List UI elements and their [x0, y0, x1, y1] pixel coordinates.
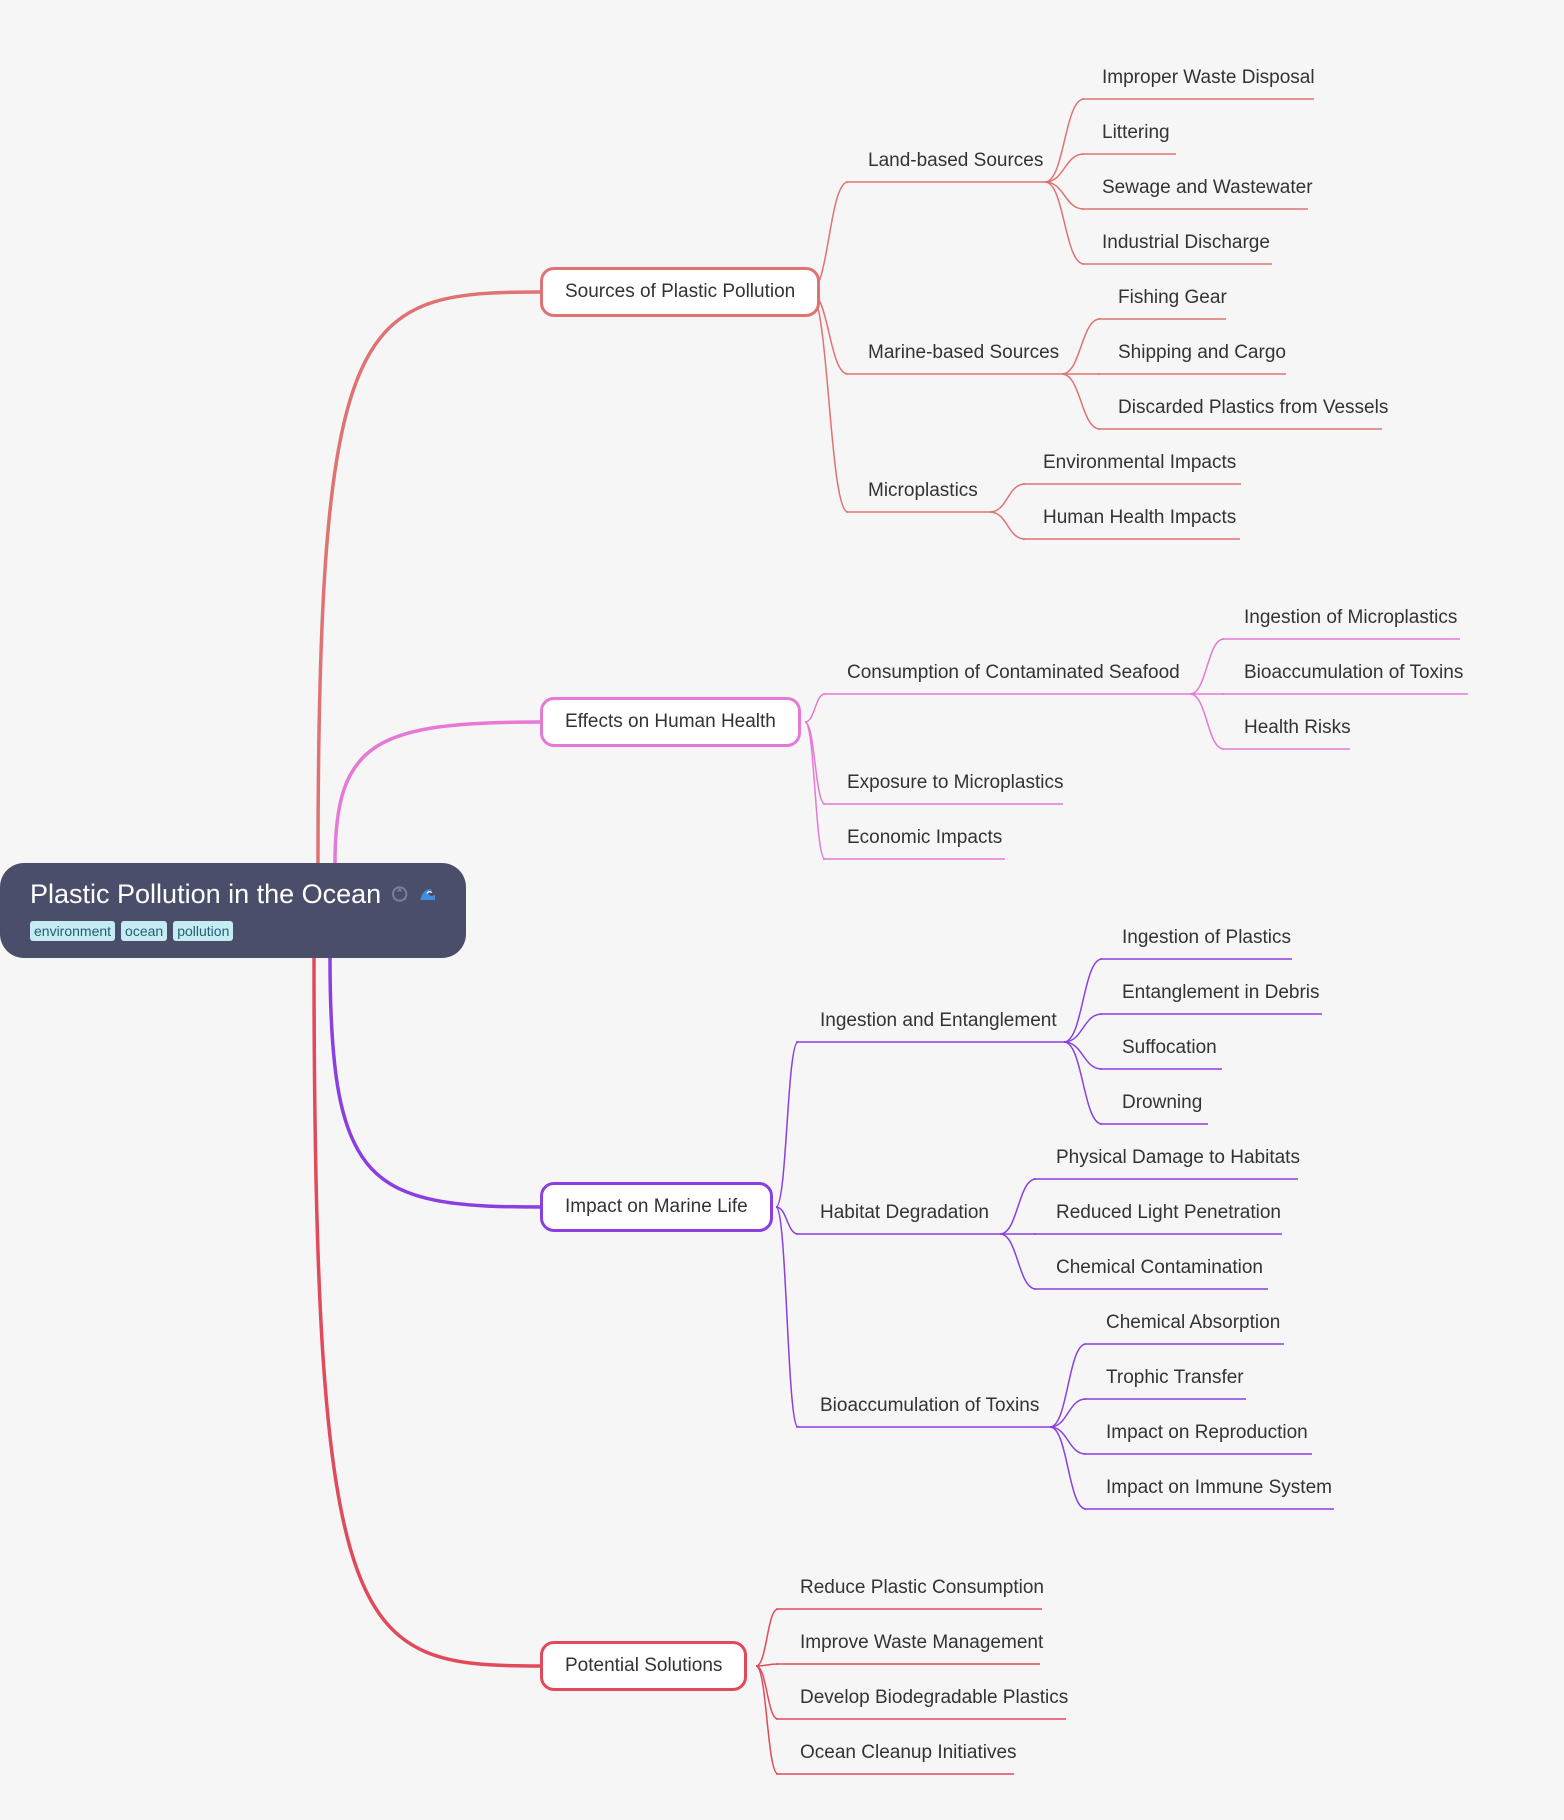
leaf-drowning[interactable]: Drowning	[1122, 1092, 1203, 1113]
leaf-littering[interactable]: Littering	[1102, 122, 1170, 143]
connector-b2-2-leaf-3	[1049, 1426, 1087, 1510]
node-microplastics[interactable]: Microplastics	[868, 480, 978, 501]
leaf-industrial-discharge[interactable]: Industrial Discharge	[1102, 232, 1270, 253]
connector-root-branch-0	[316, 290, 541, 864]
connector-b2-1-leaf-2	[999, 1233, 1037, 1290]
leaf-ingestion-of-microplastics[interactable]: Ingestion of Microplastics	[1244, 607, 1458, 628]
connector-b2-2-leaf-1	[1049, 1398, 1087, 1428]
leaf-trophic-transfer[interactable]: Trophic Transfer	[1106, 1367, 1244, 1388]
connector-b0-2-leaf-0	[989, 483, 1026, 513]
connector-root-branch-1	[333, 720, 541, 864]
connector-b1-0-leaf-0	[1189, 638, 1225, 695]
node-land-based-sources[interactable]: Land-based Sources	[868, 150, 1044, 171]
leaf-impact-on-immune-system[interactable]: Impact on Immune System	[1106, 1477, 1332, 1498]
connector-b2-sub-1	[775, 1206, 799, 1235]
node-marine-based-sources[interactable]: Marine-based Sources	[868, 342, 1060, 363]
connector-b2-0-leaf-0	[1063, 958, 1103, 1043]
leaf-impact-on-reproduction[interactable]: Impact on Reproduction	[1106, 1422, 1308, 1443]
node-bioaccumulation-of-toxins[interactable]: Bioaccumulation of Toxins	[820, 1395, 1040, 1416]
node-develop-biodegradable-plastics[interactable]: Develop Biodegradable Plastics	[800, 1687, 1069, 1708]
connector-b2-0-leaf-1	[1063, 1013, 1103, 1043]
connector-b0-2-leaf-1	[989, 511, 1026, 540]
connector-b0-sub-2	[809, 291, 849, 513]
connector-b2-sub-0	[775, 1041, 799, 1208]
leaf-discarded-plastics-from-vessels[interactable]: Discarded Plastics from Vessels	[1118, 397, 1389, 418]
connector-b0-0-leaf-0	[1044, 98, 1085, 183]
connector-b2-sub-2	[775, 1206, 799, 1428]
branch-potential-solutions[interactable]: Potential Solutions	[540, 1641, 748, 1691]
connector-b3-sub-0	[755, 1608, 779, 1667]
leaf-improper-waste-disposal[interactable]: Improper Waste Disposal	[1102, 67, 1315, 88]
connector-b2-2-leaf-2	[1049, 1426, 1087, 1455]
node-economic-impacts[interactable]: Economic Impacts	[847, 827, 1003, 848]
connector-b0-1-leaf-2	[1061, 373, 1101, 430]
leaf-health-risks[interactable]: Health Risks	[1244, 717, 1351, 738]
node-exposure-to-microplastics[interactable]: Exposure to Microplastics	[847, 772, 1064, 793]
node-reduce-plastic-consumption[interactable]: Reduce Plastic Consumption	[800, 1577, 1044, 1598]
leaf-physical-damage-to-habitats[interactable]: Physical Damage to Habitats	[1056, 1147, 1300, 1168]
connector-b1-0-leaf-2	[1189, 693, 1225, 750]
connector-b0-1-leaf-0	[1061, 318, 1101, 375]
tag-ocean[interactable]: ocean	[121, 921, 168, 941]
connector-b2-0-leaf-2	[1063, 1041, 1103, 1070]
leaf-reduced-light-penetration[interactable]: Reduced Light Penetration	[1056, 1202, 1281, 1223]
connector-b0-0-leaf-2	[1044, 181, 1085, 210]
connector-b3-sub-2	[755, 1665, 779, 1720]
connector-b2-1-leaf-0	[999, 1178, 1037, 1235]
node-ingestion-and-entanglement[interactable]: Ingestion and Entanglement	[820, 1010, 1057, 1031]
branch-sources-of-plastic-pollution[interactable]: Sources of Plastic Pollution	[540, 267, 821, 317]
node-habitat-degradation[interactable]: Habitat Degradation	[820, 1202, 989, 1223]
connector-b0-0-leaf-3	[1044, 181, 1085, 265]
branch-impact-on-marine-life[interactable]: Impact on Marine Life	[540, 1182, 773, 1232]
leaf-fishing-gear[interactable]: Fishing Gear	[1118, 287, 1227, 308]
connector-b3-sub-3	[755, 1665, 779, 1775]
recycle-icon	[392, 886, 408, 902]
root-title: Plastic Pollution in the Ocean	[30, 879, 382, 909]
leaf-shipping-and-cargo[interactable]: Shipping and Cargo	[1118, 342, 1286, 363]
connector-root-branch-3	[312, 957, 541, 1668]
leaf-bioaccumulation-of-toxins-health[interactable]: Bioaccumulation of Toxins	[1244, 662, 1464, 683]
node-ocean-cleanup-initiatives[interactable]: Ocean Cleanup Initiatives	[800, 1742, 1017, 1763]
connector-b0-0-leaf-1	[1044, 153, 1085, 183]
connector-root-branch-2	[328, 957, 541, 1209]
wave-icon	[419, 889, 435, 901]
connector-b1-sub-0	[804, 693, 826, 723]
leaf-entanglement-in-debris[interactable]: Entanglement in Debris	[1122, 982, 1320, 1003]
node-consumption-of-contaminated-seafood[interactable]: Consumption of Contaminated Seafood	[847, 662, 1180, 683]
leaf-chemical-absorption[interactable]: Chemical Absorption	[1106, 1312, 1281, 1333]
connector-b2-2-leaf-0	[1049, 1343, 1087, 1428]
connector-b3-sub-1	[755, 1663, 779, 1667]
node-improve-waste-management[interactable]: Improve Waste Management	[800, 1632, 1044, 1653]
leaf-environmental-impacts[interactable]: Environmental Impacts	[1043, 452, 1237, 473]
leaf-sewage-and-wastewater[interactable]: Sewage and Wastewater	[1102, 177, 1313, 198]
leaf-suffocation[interactable]: Suffocation	[1122, 1037, 1217, 1058]
leaf-ingestion-of-plastics[interactable]: Ingestion of Plastics	[1122, 927, 1291, 948]
connector-b2-0-leaf-3	[1063, 1041, 1103, 1125]
branch-effects-on-human-health[interactable]: Effects on Human Health	[540, 697, 801, 747]
leaf-human-health-impacts[interactable]: Human Health Impacts	[1043, 507, 1237, 528]
leaf-chemical-contamination[interactable]: Chemical Contamination	[1056, 1257, 1263, 1278]
tag-environment[interactable]: environment	[30, 921, 116, 941]
connector-b1-sub-2	[804, 721, 826, 860]
tag-pollution[interactable]: pollution	[173, 921, 234, 941]
root-node[interactable]: Plastic Pollution in the Ocean environme…	[0, 863, 466, 958]
